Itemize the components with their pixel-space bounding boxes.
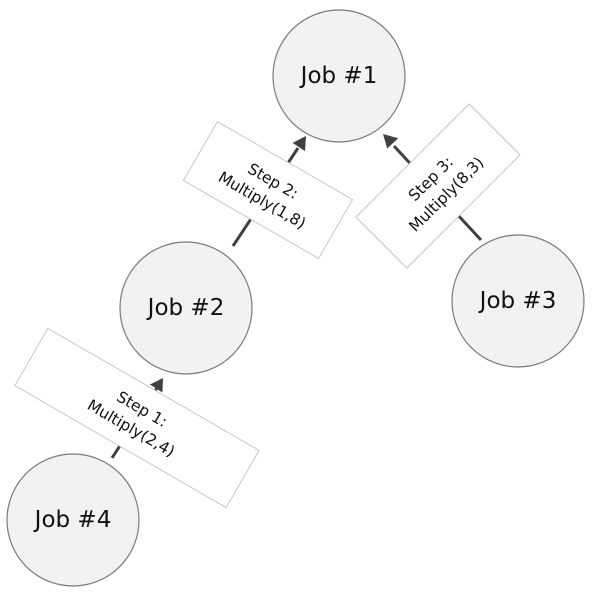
- node-circle: [6, 453, 140, 587]
- node-job1: Job #1: [272, 9, 406, 143]
- arrowhead-icon: [383, 134, 399, 149]
- edge-label-step2: Step 2: Multiply(1,8): [182, 120, 354, 260]
- arrowhead-icon: [292, 136, 306, 152]
- label-box: [14, 327, 260, 509]
- node-label: Job #3: [478, 288, 557, 314]
- node-label: Job #4: [33, 507, 112, 533]
- node-circle: [451, 234, 585, 368]
- node-label: Job #2: [146, 295, 225, 321]
- node-circle: [119, 241, 253, 375]
- label-box: [355, 103, 521, 269]
- node-label: Job #1: [299, 63, 378, 89]
- label-box: [182, 120, 354, 260]
- node-circle: [272, 9, 406, 143]
- arrowhead-icon: [149, 378, 163, 393]
- node-job4: Job #4: [6, 453, 140, 587]
- node-job2: Job #2: [119, 241, 253, 375]
- node-job3: Job #3: [451, 234, 585, 368]
